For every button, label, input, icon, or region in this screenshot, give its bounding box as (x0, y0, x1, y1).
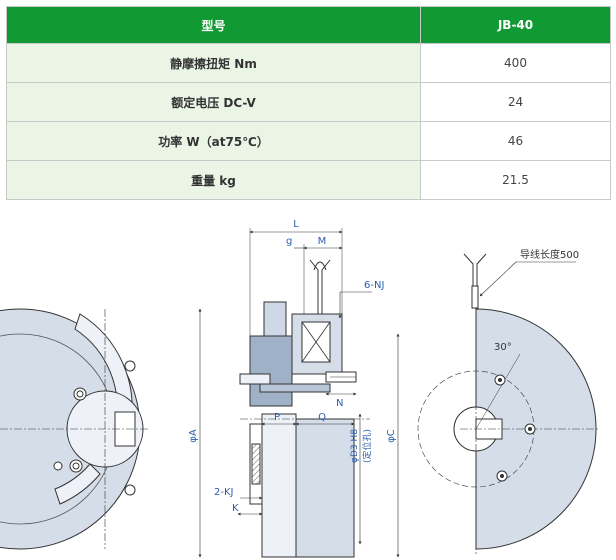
spec-row-torque: 静摩擦扭矩 Nm 400 (6, 43, 611, 83)
dim-phiA: φA (188, 429, 199, 443)
mounting-hole (524, 423, 536, 435)
dim-phiC: φC (386, 429, 397, 443)
bolt-hole (124, 360, 136, 372)
dim-K: K (232, 503, 239, 514)
bolt-hole (73, 387, 87, 401)
spec-table: 型号 JB-40 静摩擦扭矩 Nm 400 额定电压 DC-V 24 功率 W（… (6, 6, 611, 200)
spec-label: 静摩擦扭矩 Nm (6, 43, 421, 83)
spec-header-row: 型号 JB-40 (6, 6, 611, 44)
dim-positioning-hole: (定位孔) (361, 429, 373, 463)
spec-row-voltage: 额定电压 DC-V 24 (6, 82, 611, 122)
mounting-hole (496, 470, 508, 482)
dim-g: g (286, 236, 292, 247)
bolt-hole (53, 461, 63, 471)
model-label: 型号 (6, 6, 421, 44)
dim-P: P (274, 412, 280, 423)
dim-N: N (336, 398, 343, 409)
lead-length-label: 导线长度500 (520, 248, 579, 261)
spec-value: 46 (420, 121, 611, 161)
spec-value: 24 (420, 82, 611, 122)
bolt-hole (124, 484, 136, 496)
dim-phiD3: φD3 H8 (350, 429, 360, 463)
spec-row-weight: 重量 kg 21.5 (6, 160, 611, 200)
spec-value: 21.5 (420, 160, 611, 200)
dim-6-nj: 6-NJ (364, 280, 384, 291)
spec-label: 重量 kg (6, 160, 421, 200)
technical-drawing: L g M 6-NJ N P Q φA φC φD3 H8 (定位孔) 2-KJ… (0, 219, 600, 558)
section-view: L g M 6-NJ N P Q φA φC φD3 H8 (定位孔) 2-KJ… (188, 219, 400, 558)
bolt-hole (69, 459, 83, 473)
rear-view: 导线长度500 30° (417, 248, 600, 554)
spec-label: 额定电压 DC-V (6, 82, 421, 122)
dim-2-kj: 2-KJ (214, 487, 233, 498)
dim-Q: Q (318, 412, 326, 423)
spec-row-power: 功率 W（at75℃） 46 (6, 121, 611, 161)
dim-L: L (293, 219, 299, 230)
front-view (0, 308, 148, 550)
dim-M: M (318, 236, 327, 247)
spec-label: 功率 W（at75℃） (6, 121, 421, 161)
mounting-hole (494, 374, 506, 386)
angle-label: 30° (494, 342, 512, 353)
spec-value: 400 (420, 43, 611, 83)
model-value: JB-40 (420, 6, 611, 44)
